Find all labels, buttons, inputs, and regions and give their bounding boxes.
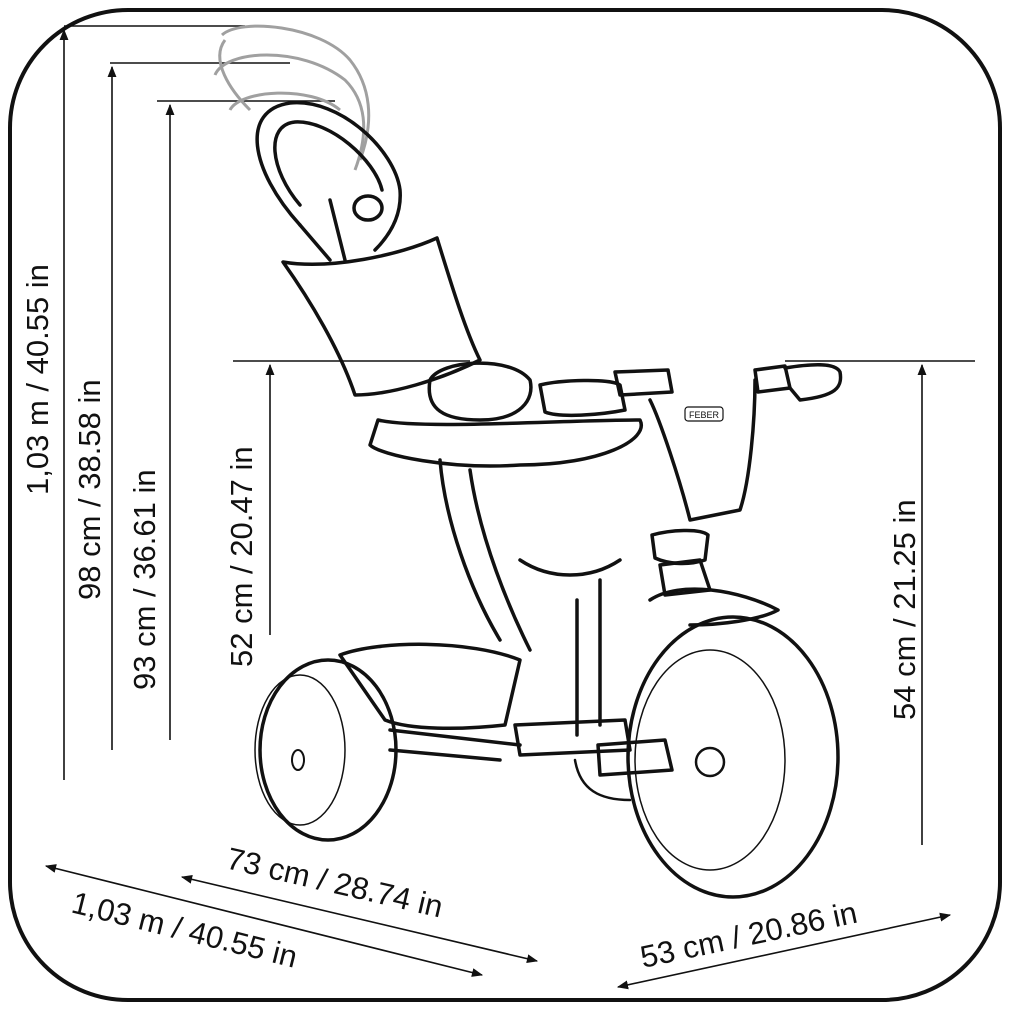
- height-dimension-lines: [59, 25, 975, 845]
- pedal: [596, 738, 674, 777]
- length-with-handle-label: 1,03 m / 40.55 in: [68, 885, 301, 975]
- min-height-label: 93 cm / 36.61 in: [127, 469, 162, 690]
- push-handle: [255, 101, 402, 252]
- max-height-label: 1,03 m / 40.55 in: [20, 264, 55, 495]
- ghost-handle-positions: [213, 24, 371, 171]
- mid-height-label: 98 cm / 38.58 in: [72, 379, 107, 600]
- length-without-handle-label: 73 cm / 28.74 in: [223, 841, 446, 925]
- handlebar-height-label: 54 cm / 21.25 in: [887, 499, 922, 720]
- front-wheel: [626, 615, 840, 899]
- tricycle-drawing: [254, 101, 843, 899]
- diagram-frame: [8, 8, 1002, 1002]
- front-fork-body: [648, 378, 757, 522]
- seat-height-label: 52 cm / 20.47 in: [224, 446, 259, 667]
- rear-basket: [338, 642, 522, 731]
- length-width-dimension-lines: [44, 864, 952, 990]
- handlebar-right: [783, 363, 843, 402]
- svg-text:FEBER: FEBER: [689, 410, 720, 420]
- width-label: 53 cm / 20.86 in: [637, 895, 860, 975]
- rear-wheel: [258, 658, 398, 842]
- seat-backrest: [281, 236, 482, 397]
- brand-logo: FEBER: [684, 406, 724, 422]
- handlebar-left: [538, 378, 627, 418]
